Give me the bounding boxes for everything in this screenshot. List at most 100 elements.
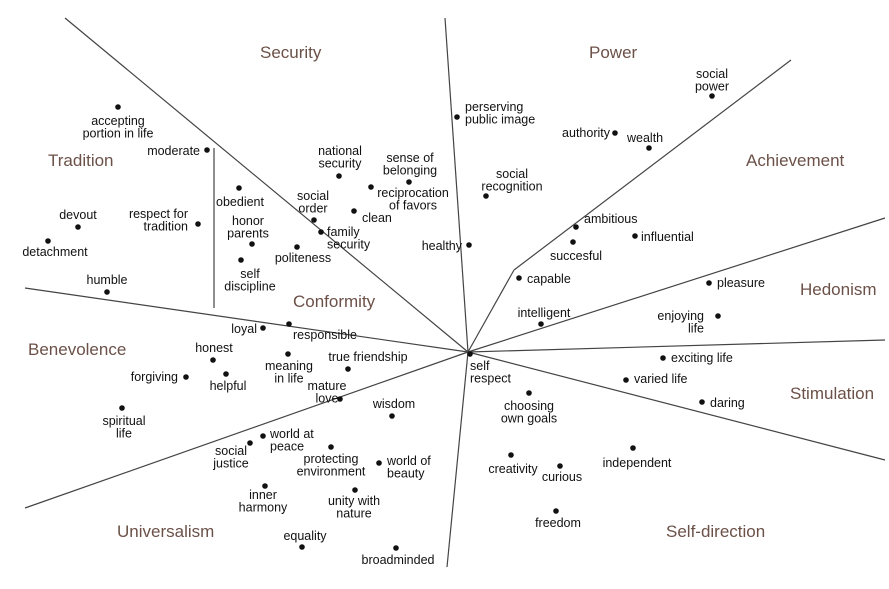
value-item-capable: capable xyxy=(516,272,571,286)
value-label-exciting-life: exciting life xyxy=(671,351,733,365)
value-dot-creativity xyxy=(508,452,514,458)
value-dot-perserving-image xyxy=(454,114,460,120)
value-item-exciting-life: exciting life xyxy=(660,351,733,365)
value-dot-freedom xyxy=(553,508,559,514)
value-dot-broadminded xyxy=(393,545,399,551)
value-label-creativity: creativity xyxy=(488,462,538,476)
divider-hedonism-stimulation xyxy=(467,339,886,353)
region-tradition: Tradition xyxy=(48,151,114,170)
value-label-humble: humble xyxy=(87,273,128,287)
value-label-line: obedient xyxy=(216,195,264,209)
value-item-broadminded: broadminded xyxy=(362,545,435,567)
value-dot-wealth xyxy=(646,145,652,151)
value-item-helpful: helpful xyxy=(210,371,247,393)
value-dot-respect-tradition xyxy=(195,221,201,227)
value-label-line: nature xyxy=(336,507,371,521)
value-label-honest: honest xyxy=(195,341,233,355)
value-item-equality: equality xyxy=(283,529,327,550)
value-dot-protecting-env xyxy=(328,444,334,450)
value-dot-moderate xyxy=(204,147,210,153)
value-dot-self-discipline xyxy=(238,257,244,263)
value-dot-intelligent xyxy=(538,321,544,327)
value-label-line: life xyxy=(688,322,704,336)
value-label-line: forgiving xyxy=(131,370,178,384)
value-item-obedient: obedient xyxy=(216,185,265,209)
value-dot-social-power xyxy=(709,93,715,99)
value-dot-loyal xyxy=(260,325,266,331)
value-label-line: respect for xyxy=(129,207,188,221)
value-label-line: environment xyxy=(297,465,366,479)
value-label-line: public image xyxy=(465,113,535,127)
divider-security-power xyxy=(444,17,469,353)
value-label-wisdom: wisdom xyxy=(372,397,415,411)
value-label-line: daring xyxy=(710,396,745,410)
value-label-line: life xyxy=(116,427,132,441)
value-label-freedom: freedom xyxy=(535,516,581,530)
divider-universalism-benevolence xyxy=(24,351,469,509)
value-dot-unity-nature xyxy=(352,487,358,493)
value-dot-wisdom xyxy=(389,413,395,419)
value-label-line: tradition xyxy=(144,220,189,234)
region-achievement: Achievement xyxy=(746,151,845,170)
value-item-honest: honest xyxy=(195,341,233,363)
value-item-clean: clean xyxy=(351,208,392,225)
value-item-pleasure: pleasure xyxy=(706,276,765,290)
value-label-line: order xyxy=(298,202,327,216)
value-label-line: wealth xyxy=(626,131,663,145)
value-item-freedom: freedom xyxy=(535,508,581,530)
value-item-moderate: moderate xyxy=(147,144,210,158)
value-label-broadminded: broadminded xyxy=(362,553,435,567)
value-item-healthy: healthy xyxy=(422,239,472,253)
value-label-line: social xyxy=(215,444,247,458)
value-label-intelligent: intelligent xyxy=(518,306,571,320)
value-label-line: succesful xyxy=(550,249,602,263)
value-label-line: parents xyxy=(227,227,269,241)
value-label-line: enjoying xyxy=(657,309,704,323)
region-benevolence: Benevolence xyxy=(28,340,126,359)
value-label-succesful: succesful xyxy=(550,249,602,263)
value-label-line: true friendship xyxy=(328,350,407,364)
value-dot-succesful xyxy=(570,239,576,245)
value-label-line: social xyxy=(496,167,528,181)
value-item-curious: curious xyxy=(542,463,582,484)
value-dot-social-order xyxy=(311,217,317,223)
value-label-line: helpful xyxy=(210,379,247,393)
value-item-forgiving: forgiving xyxy=(131,370,189,384)
value-dot-ambitious xyxy=(573,224,579,230)
value-dot-inner-harmony xyxy=(262,483,268,489)
value-label-varied-life: varied life xyxy=(634,372,688,386)
value-label-line: clean xyxy=(362,211,392,225)
value-item-creativity: creativity xyxy=(488,452,538,476)
value-label-line: portion in life xyxy=(83,127,154,141)
value-dot-spiritual-life xyxy=(119,405,125,411)
divider-achievement-hedonism xyxy=(467,217,886,353)
value-item-loyal: loyal xyxy=(231,322,266,336)
divider-selfdirection-universalism xyxy=(446,351,469,568)
value-label-line: honor xyxy=(232,214,264,228)
region-universalism: Universalism xyxy=(117,522,214,541)
value-dot-daring xyxy=(699,399,705,405)
value-dot-honor-parents xyxy=(249,241,255,247)
value-label-line: protecting xyxy=(304,452,359,466)
value-label-clean: clean xyxy=(362,211,392,225)
region-power: Power xyxy=(589,43,638,62)
